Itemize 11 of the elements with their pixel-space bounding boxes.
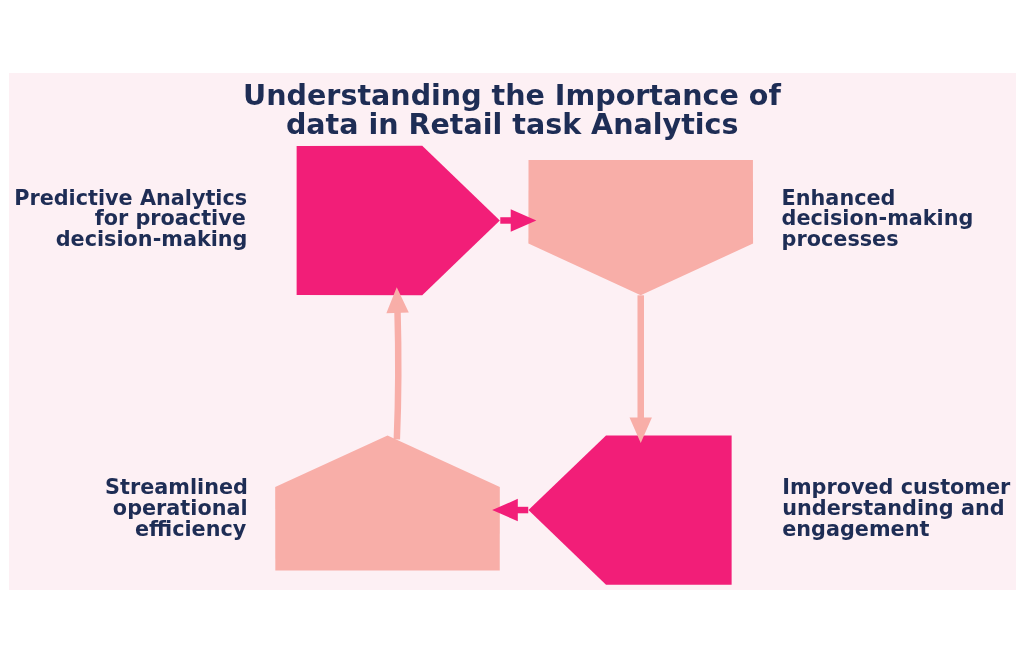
node-label: Improved customer understanding and engagement	[781, 475, 1010, 541]
node-arrow	[274, 435, 500, 571]
node-label: Streamlined operational efficiency	[104, 475, 248, 541]
node-arrow	[527, 160, 753, 296]
node-label: Enhanced decision-making processes	[781, 185, 973, 252]
arrow	[629, 295, 652, 443]
arrow	[385, 287, 409, 440]
diagram-title: Understanding the Importance of data in Retail task Analytics	[242, 78, 781, 141]
node-arrow	[296, 145, 500, 296]
node-label: Predictive Analytics for proactive decision-making	[13, 185, 247, 252]
node-arrow	[527, 435, 732, 585]
